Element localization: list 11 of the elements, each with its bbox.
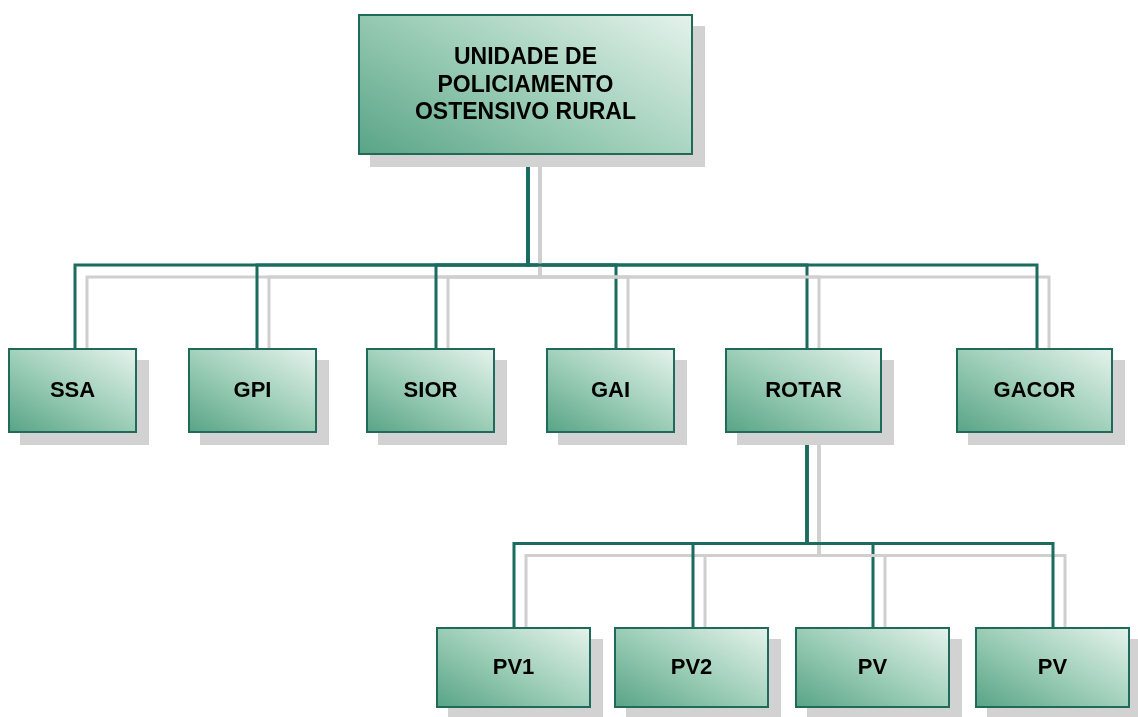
node-label: GPI <box>233 377 272 404</box>
node-label: PV1 <box>492 654 535 681</box>
node-label: GAI <box>590 377 631 404</box>
node-label: SIOR <box>403 377 458 404</box>
node-label: PV <box>857 654 888 681</box>
node-label: GACOR <box>993 377 1076 404</box>
node-label: PV2 <box>670 654 713 681</box>
node-label: SSA <box>49 377 96 404</box>
node-label: UNIDADE DE POLICIAMENTO OSTENSIVO RURAL <box>413 43 638 126</box>
node-label: ROTAR <box>765 377 842 404</box>
node-label: PV <box>1037 654 1068 681</box>
